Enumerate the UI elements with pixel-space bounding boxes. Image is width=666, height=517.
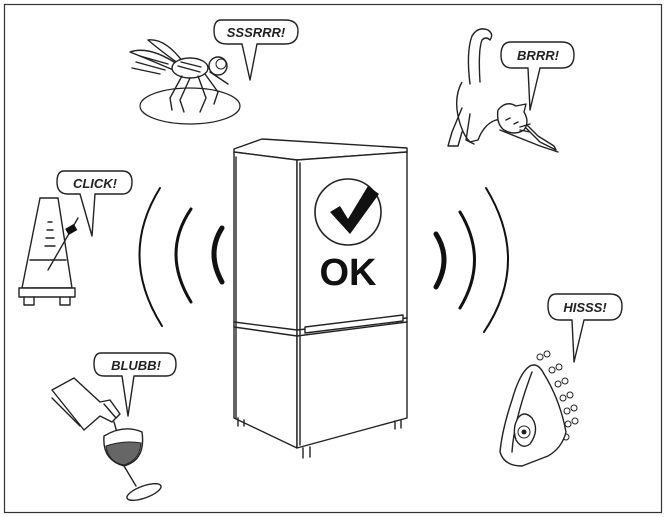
fridge: OK xyxy=(233,138,408,459)
metronome-illustration: CLICK! xyxy=(18,170,133,306)
cat-illustration: BRRR! xyxy=(447,28,575,153)
frame xyxy=(3,3,663,514)
wine-illustration: BLUBB! xyxy=(51,352,177,502)
fridge-ok-label: OK xyxy=(320,252,378,294)
wine-sound-label: BLUBB! xyxy=(111,358,161,373)
cat-sound-label: BRRR! xyxy=(517,48,560,63)
iron-sound-label: HISSS! xyxy=(563,300,607,315)
metronome-sound-label: CLICK! xyxy=(73,176,118,191)
iron-illustration: HISSS! xyxy=(499,293,623,467)
fly-illustration: SSSRRR! xyxy=(129,19,299,125)
sound-waves-right xyxy=(433,187,509,333)
checkmark-icon xyxy=(330,186,379,234)
fly-sound-label: SSSRRR! xyxy=(227,25,286,40)
sound-waves-left xyxy=(138,187,225,327)
